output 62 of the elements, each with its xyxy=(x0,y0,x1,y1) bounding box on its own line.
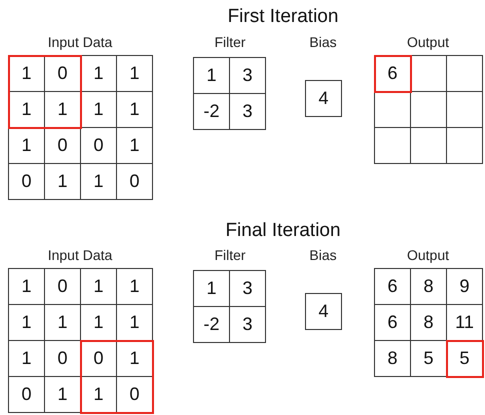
matrix-cell: 4 xyxy=(306,294,342,330)
matrix-cell: 0 xyxy=(81,341,117,377)
matrix-cell: 6 xyxy=(375,56,411,92)
section-title: Final Iteration xyxy=(225,220,341,242)
matrix-cell: 1 xyxy=(81,305,117,341)
matrix-cell: 0 xyxy=(117,377,153,413)
matrix-cell: 6 xyxy=(375,269,411,305)
matrix-cell: 1 xyxy=(81,92,117,128)
matrix-cell: 1 xyxy=(81,164,117,200)
column-heading: Bias xyxy=(309,247,337,263)
matrix-cell: 0 xyxy=(45,56,81,92)
matrix-cell: 0 xyxy=(45,341,81,377)
matrix-cell: 9 xyxy=(447,269,483,305)
matrix-cell: 11 xyxy=(447,305,483,341)
column-heading: Input Data xyxy=(48,247,112,263)
matrix-cell: -2 xyxy=(194,307,230,343)
matrix-cell: 1 xyxy=(45,164,81,200)
matrix-cell: 3 xyxy=(230,307,266,343)
matrix-cell: 1 xyxy=(81,377,117,413)
column-heading: Output xyxy=(406,247,450,263)
column-heading: Input Data xyxy=(48,34,112,50)
column-heading: Filter xyxy=(214,34,246,50)
matrix-cell: 0 xyxy=(45,128,81,164)
matrix-cell: 1 xyxy=(117,341,153,377)
matrix-cell: 1 xyxy=(117,92,153,128)
matrix-cell: -2 xyxy=(194,94,230,130)
matrix-cell: 1 xyxy=(9,269,45,305)
matrix-cell: 1 xyxy=(9,56,45,92)
column-heading: Bias xyxy=(309,34,337,50)
matrix-cell: 1 xyxy=(9,128,45,164)
matrix-cell: 0 xyxy=(45,269,81,305)
matrix-cell: 1 xyxy=(9,92,45,128)
column-heading: Output xyxy=(406,34,450,50)
matrix-cell: 1 xyxy=(117,56,153,92)
matrix-cell: 0 xyxy=(9,377,45,413)
matrix-cell: 3 xyxy=(230,271,266,307)
matrix-cell: 1 xyxy=(81,56,117,92)
matrix-cell: 8 xyxy=(411,305,447,341)
matrix-cell: 1 xyxy=(45,305,81,341)
matrix-cell: 3 xyxy=(230,58,266,94)
matrix-cell: 5 xyxy=(411,341,447,377)
matrix-cell: 4 xyxy=(306,81,342,117)
section-title: First Iteration xyxy=(228,6,338,28)
matrix-cell: 1 xyxy=(9,305,45,341)
column-heading: Filter xyxy=(214,247,246,263)
matrix-cell: 0 xyxy=(117,164,153,200)
matrix-cell: 1 xyxy=(45,377,81,413)
matrix-cell: 1 xyxy=(117,128,153,164)
matrix-cell: 6 xyxy=(375,305,411,341)
matrix-cell: 1 xyxy=(81,269,117,305)
matrix-cell: 1 xyxy=(117,269,153,305)
matrix-cell: 1 xyxy=(45,92,81,128)
matrix-cell: 8 xyxy=(375,341,411,377)
matrix-cell: 3 xyxy=(230,94,266,130)
matrix-cell: 8 xyxy=(411,269,447,305)
matrix-cell: 5 xyxy=(447,341,483,377)
matrix-cell: 1 xyxy=(9,341,45,377)
matrix-cell: 0 xyxy=(81,128,117,164)
matrix-cell: 1 xyxy=(117,305,153,341)
matrix-cell: 0 xyxy=(9,164,45,200)
matrix-cell: 1 xyxy=(194,58,230,94)
matrix-cell: 1 xyxy=(194,271,230,307)
